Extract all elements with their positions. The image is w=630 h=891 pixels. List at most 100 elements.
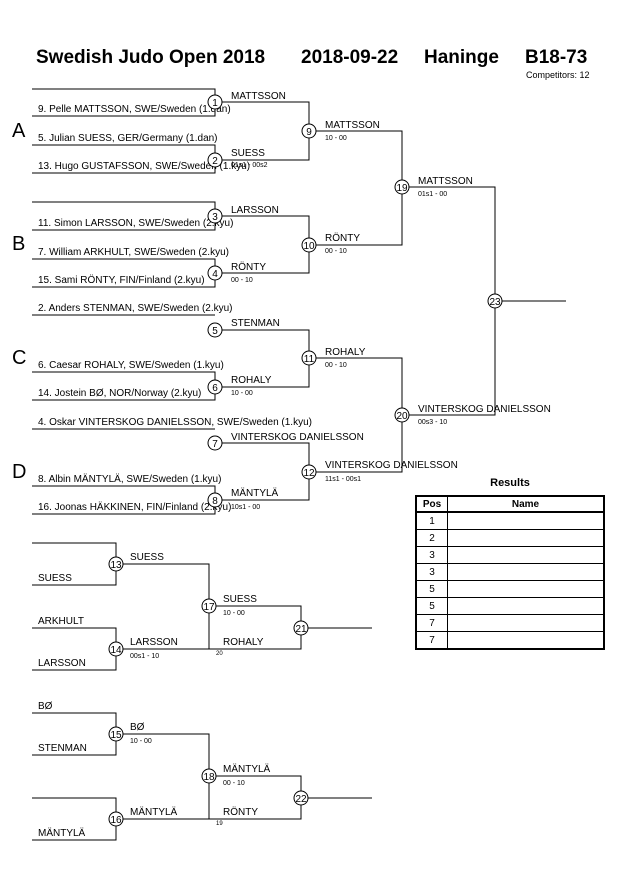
name-cell [447,580,605,598]
match-winner: MÄNTYLÄ [130,806,178,818]
match-node-12: 12 [301,464,317,480]
repechage-entry: STENMAN [38,743,87,754]
match-winner: SUESS [130,552,164,563]
source-match-note: 20 [216,651,223,657]
pool-label-a: A [12,120,26,142]
match-winner: VINTERSKOG DANIELSSON [325,460,458,471]
name-cell [447,529,605,547]
match-winner: MATTSSON [231,91,286,102]
entry: 14. Jostein BØ, NOR/Norway (2.kyu) [38,388,201,399]
event-location: Haninge [424,47,499,68]
match-winner: LARSSON [130,637,178,648]
entry: 13. Hugo GUSTAFSSON, SWE/Sweden (1.kyu) [38,161,250,172]
match-node-22: 22 [293,790,309,806]
match-winner: SUESS [231,148,265,159]
match-winner: VINTERSKOG DANIELSSON [231,432,364,443]
match-winner: ROHALY [231,375,272,386]
results-panel: Results Pos Name 1 2 3 3 5 5 7 7 [415,477,605,650]
match-node-6: 6 [207,379,223,395]
match-node-14: 14 [108,641,124,657]
match-winner: MÄNTYLÄ [223,763,271,775]
table-row: 1 [415,511,605,530]
match-node-3: 3 [207,208,223,224]
match-node-17: 17 [201,598,217,614]
match-node-13: 13 [108,556,124,572]
entry: 9. Pelle MATTSSON, SWE/Sweden (1.dan) [38,104,231,115]
match-node-1: 1 [207,94,223,110]
table-row: 2 [415,529,605,547]
name-header: Name [447,495,605,513]
svg-text:13: 13 [110,560,122,571]
event-date: 2018-09-22 [301,47,398,68]
match-winner: MATTSSON [325,120,380,131]
match-score: 10 - 00 [130,738,152,745]
pos-cell: 2 [415,529,448,547]
bronze-opponent: ROHALY [223,637,264,648]
results-title: Results [490,477,530,489]
svg-text:6: 6 [212,383,218,394]
svg-text:8: 8 [212,496,218,507]
svg-text:1: 1 [212,98,218,109]
match-score: 10 - 00 [325,135,347,142]
match-score: 01s1 - 00 [418,191,447,198]
pos-cell: 3 [415,563,448,581]
table-row: 7 [415,631,605,650]
match-node-16: 16 [108,811,124,827]
match-winner: STENMAN [231,318,280,329]
pool-label-d: D [12,461,26,483]
name-cell [447,546,605,564]
match-node-23: 23 [487,293,503,309]
entry: 15. Sami RÖNTY, FIN/Finland (2.kyu) [38,274,205,286]
name-cell [447,614,605,632]
repechage-lines [32,542,372,841]
pos-cell: 5 [415,597,448,615]
svg-text:23: 23 [489,297,501,308]
entry: 8. Albin MÄNTYLÄ, SWE/Sweden (1.kyu) [38,473,221,485]
pos-header: Pos [415,495,448,513]
name-cell [447,511,605,530]
match-winner: MÄNTYLÄ [231,487,279,499]
match-node-19: 19 [394,179,410,195]
match-winner: VINTERSKOG DANIELSSON [418,404,551,415]
name-cell [447,563,605,581]
repechage-entry: BØ [38,701,53,712]
table-row: 3 [415,546,605,564]
svg-text:10: 10 [303,241,315,252]
match-node-8: 8 [207,492,223,508]
match-node-18: 18 [201,768,217,784]
match-node-5: 5 [207,322,223,338]
match-winner: RÖNTY [325,232,360,244]
svg-text:15: 15 [110,730,122,741]
svg-text:22: 22 [295,794,307,805]
svg-text:20: 20 [396,411,408,422]
entry: 2. Anders STENMAN, SWE/Sweden (2.kyu) [38,303,233,314]
match-node-21: 21 [293,620,309,636]
match-winner: ROHALY [325,347,366,358]
svg-text:5: 5 [212,326,218,337]
entry: 6. Caesar ROHALY, SWE/Sweden (1.kyu) [38,360,224,371]
match-score: 00 - 10 [325,362,347,369]
repechage-entry: SUESS [38,573,72,584]
match-node-20: 20 [394,407,410,423]
entry: 16. Joonas HÄKKINEN, FIN/Finland (2.kyu) [38,501,231,513]
svg-text:7: 7 [212,439,218,450]
match-score: 00 - 10 [223,780,245,787]
results-table: Pos Name 1 2 3 3 5 5 7 7 [415,495,605,650]
bronze-opponent: RÖNTY [223,806,258,818]
svg-text:21: 21 [295,624,307,635]
match-node-9: 9 [301,123,317,139]
match-node-15: 15 [108,726,124,742]
competitor-count: Competitors: 12 [526,70,590,80]
svg-text:2: 2 [212,156,218,167]
match-score: 00s3 - 10 [418,419,447,426]
match-node-7: 7 [207,435,223,451]
match-winner: RÖNTY [231,261,266,273]
entry: 5. Julian SUESS, GER/Germany (1.dan) [38,133,218,144]
match-score: 00s1 - 10 [130,653,159,660]
match-node-4: 4 [207,265,223,281]
match-node-10: 10 [301,237,317,253]
repechage-entry: ARKHULT [38,616,84,627]
entry: 4. Oskar VINTERSKOG DANIELSSON, SWE/Swed… [38,417,312,428]
svg-text:16: 16 [110,815,122,826]
main-bracket-lines [32,88,566,515]
